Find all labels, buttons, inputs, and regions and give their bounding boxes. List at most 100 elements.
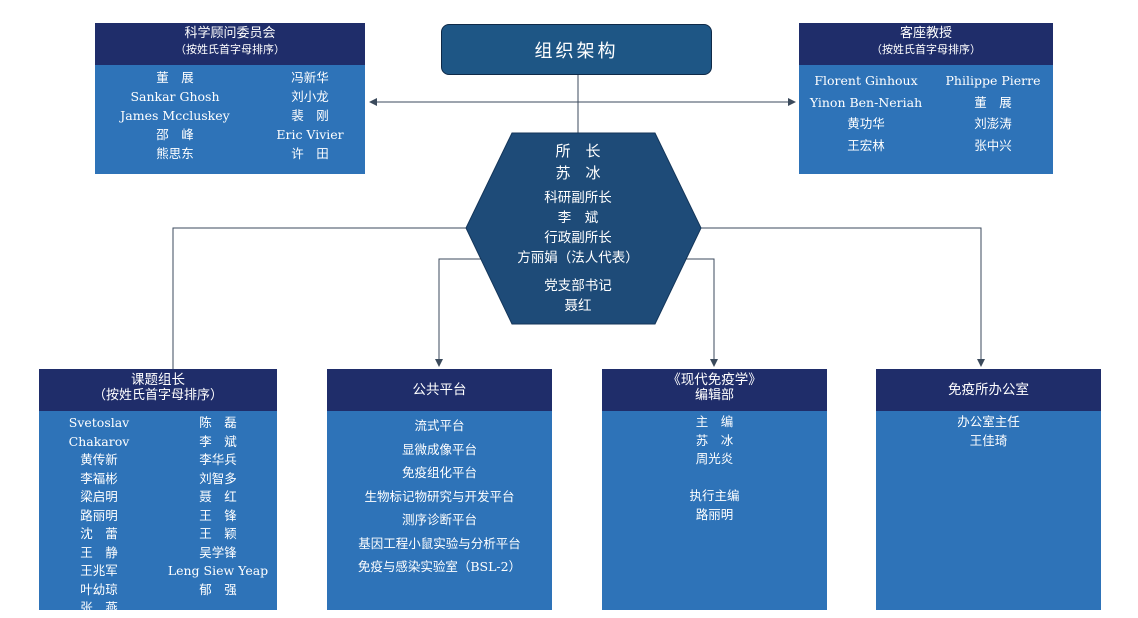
journal-item: 路丽明 — [695, 506, 734, 522]
platform-item: 生物标记物研究与开发平台 — [364, 488, 515, 504]
deputy-research-title: 科研副所长 — [544, 190, 612, 206]
visiting-professor: Yinon Ben-Neriah — [809, 94, 923, 110]
advisory-committee-header: 科学顾问委员会 （按姓氏首字母排序） — [95, 23, 365, 65]
group-leader: 王兆军 — [80, 563, 118, 578]
advisory-member: 冯新华 — [291, 70, 329, 85]
visiting-professors-subtitle: （按姓氏首字母排序） — [871, 43, 981, 56]
public-platforms-list: 流式平台 显微成像平台 免疫组化平台 生物标记物研究与开发平台 测序诊断平台 基… — [327, 411, 552, 579]
group-leader: 陈 磊 — [199, 415, 237, 430]
platform-item: 流式平台 — [414, 418, 465, 433]
group-leader: 王 静 — [80, 544, 118, 560]
visiting-professor: 张中兴 — [974, 137, 1012, 153]
journal-subtitle: 编辑部 — [694, 388, 734, 403]
visiting-professors-box: 客座教授 （按姓氏首字母排序） Florent Ginhoux Yinon Be… — [799, 23, 1053, 174]
group-leader: 叶幼琼 — [80, 581, 118, 597]
group-leader: 沈 蕾 — [80, 526, 118, 541]
group-leader: 刘智多 — [199, 470, 237, 486]
journal-editorial-list: 主 编 苏 冰 周光炎 执行主编 路丽明 — [602, 411, 827, 524]
advisory-member: 许 田 — [291, 146, 329, 161]
platform-item: 基因工程小鼠实验与分析平台 — [358, 535, 521, 551]
advisory-member: 裴 刚 — [291, 108, 329, 123]
visiting-right-column: Philippe Pierre 董 展 刘澎涛 张中兴 — [933, 70, 1053, 156]
group-leader: 王 锋 — [199, 507, 237, 523]
group-leaders-header: 课题组长 （按姓氏首字母排序） — [39, 369, 277, 411]
office-item: 办公室主任 — [957, 414, 1020, 429]
public-platforms-box: 公共平台 流式平台 显微成像平台 免疫组化平台 生物标记物研究与开发平台 测序诊… — [327, 369, 552, 610]
journal-item: 执行主编 — [689, 488, 740, 503]
group-leader: 聂 红 — [199, 489, 237, 504]
institute-office-title: 免疫所办公室 — [948, 382, 1029, 398]
group-leaders-title: 课题组长 — [131, 372, 185, 388]
visiting-professor: 黄功华 — [847, 116, 885, 131]
org-chart-title-text: 组织架构 — [534, 40, 619, 62]
platform-item: 显微成像平台 — [401, 441, 477, 457]
deputy-admin-title: 行政副所长 — [544, 230, 612, 246]
party-secretary-name: 聂红 — [564, 298, 592, 314]
advisory-member: 熊思东 — [156, 146, 194, 161]
advisory-committee-subtitle: （按姓氏首字母排序） — [175, 43, 285, 56]
group-leaders-box: 课题组长 （按姓氏首字母排序） Svetoslav Chakarov 黄传新 李… — [39, 369, 277, 615]
visiting-professors-members: Florent Ginhoux Yinon Ben-Neriah 黄功华 王宏林… — [799, 65, 1053, 156]
visiting-professor: Florent Ginhoux — [814, 73, 918, 88]
director-name: 苏 冰 — [555, 164, 601, 182]
group-leaders-left-column: Svetoslav Chakarov 黄传新 李福彬 梁启明 路丽明 沈 蕾 王… — [39, 414, 159, 618]
deputy-research-name: 李 斌 — [557, 210, 599, 226]
office-item: 王佳琦 — [969, 432, 1008, 448]
party-secretary-title: 党支部书记 — [544, 278, 612, 294]
leadership-hexagon — [465, 132, 702, 325]
institute-office-list: 办公室主任 王佳琦 — [876, 411, 1101, 450]
journal-item: 苏 冰 — [695, 432, 734, 448]
group-leaders-subtitle: （按姓氏首字母排序） — [92, 388, 223, 403]
journal-editorial-header: 《现代免疫学》 编辑部 — [602, 369, 827, 411]
platform-item: 免疫组化平台 — [401, 465, 477, 480]
advisory-member: 董 展 — [156, 70, 194, 85]
journal-item: 主 编 — [695, 414, 734, 429]
advisory-member: Eric Vivier — [276, 127, 344, 142]
visiting-professor: 王宏林 — [847, 137, 885, 153]
group-leaders-right-column: 陈 磊 李 斌 李华兵 刘智多 聂 红 王 锋 王 颖 吴学锋 Leng Sie… — [159, 414, 277, 618]
institute-office-box: 免疫所办公室 办公室主任 王佳琦 — [876, 369, 1101, 610]
institute-office-header: 免疫所办公室 — [876, 369, 1101, 411]
journal-editorial-box: 《现代免疫学》 编辑部 主 编 苏 冰 周光炎 执行主编 路丽明 — [602, 369, 827, 610]
journal-title: 《现代免疫学》 — [667, 372, 762, 388]
advisory-committee-members: 董 展 Sankar Ghosh James Mccluskey 邵 峰 熊思东… — [95, 65, 365, 163]
journal-item — [602, 469, 827, 488]
advisory-member: 邵 峰 — [156, 127, 194, 142]
advisory-member: James Mccluskey — [120, 108, 230, 123]
group-leader: 张 燕 — [80, 600, 118, 615]
advisory-member: Sankar Ghosh — [130, 89, 220, 104]
deputy-admin-name: 方丽娟（法人代表） — [517, 250, 639, 266]
advisory-committee-box: 科学顾问委员会 （按姓氏首字母排序） 董 展 Sankar Ghosh Jame… — [95, 23, 365, 174]
group-leader: 吴学锋 — [199, 544, 237, 560]
platform-item: 测序诊断平台 — [401, 512, 477, 527]
visiting-professor: 刘澎涛 — [974, 116, 1012, 131]
public-platforms-header: 公共平台 — [327, 369, 552, 411]
group-leader: 梁启明 — [80, 489, 118, 504]
visiting-professor: 董 展 — [974, 94, 1012, 110]
group-leader: Leng Siew Yeap — [167, 563, 269, 578]
group-leaders-members: Svetoslav Chakarov 黄传新 李福彬 梁启明 路丽明 沈 蕾 王… — [39, 411, 277, 618]
journal-item: 周光炎 — [695, 451, 734, 466]
group-leaders-connector — [172, 227, 470, 370]
platform-item: 免疫与感染实验室（BSL-2） — [357, 559, 522, 574]
advisory-right-column: 冯新华 刘小龙 裴 刚 Eric Vivier 许 田 — [255, 68, 365, 163]
group-leader: 李华兵 — [199, 452, 237, 467]
group-leader: 李 斌 — [199, 433, 237, 449]
visiting-professors-title: 客座教授 — [899, 26, 952, 41]
group-leader: 郁 强 — [199, 581, 237, 597]
advisory-committee-title: 科学顾问委员会 — [184, 26, 276, 41]
leadership-block: 所 长 苏 冰 科研副所长 李 斌 行政副所长 方丽娟（法人代表） 党支部书记 … — [480, 140, 676, 316]
group-leader: Svetoslav Chakarov — [68, 415, 130, 449]
org-chart-title: 组织架构 — [441, 24, 712, 75]
director-title: 所 长 — [555, 142, 601, 160]
advisory-left-column: 董 展 Sankar Ghosh James Mccluskey 邵 峰 熊思东 — [95, 68, 255, 163]
office-arrow — [686, 227, 985, 367]
group-leader: 李福彬 — [80, 470, 118, 486]
group-leader: 黄传新 — [80, 452, 118, 467]
group-leader: 王 颖 — [199, 526, 237, 541]
visiting-left-column: Florent Ginhoux Yinon Ben-Neriah 黄功华 王宏林 — [799, 70, 933, 156]
visiting-professor: Philippe Pierre — [945, 73, 1041, 88]
advisory-member: 刘小龙 — [291, 89, 329, 104]
visiting-professors-header: 客座教授 （按姓氏首字母排序） — [799, 23, 1053, 65]
